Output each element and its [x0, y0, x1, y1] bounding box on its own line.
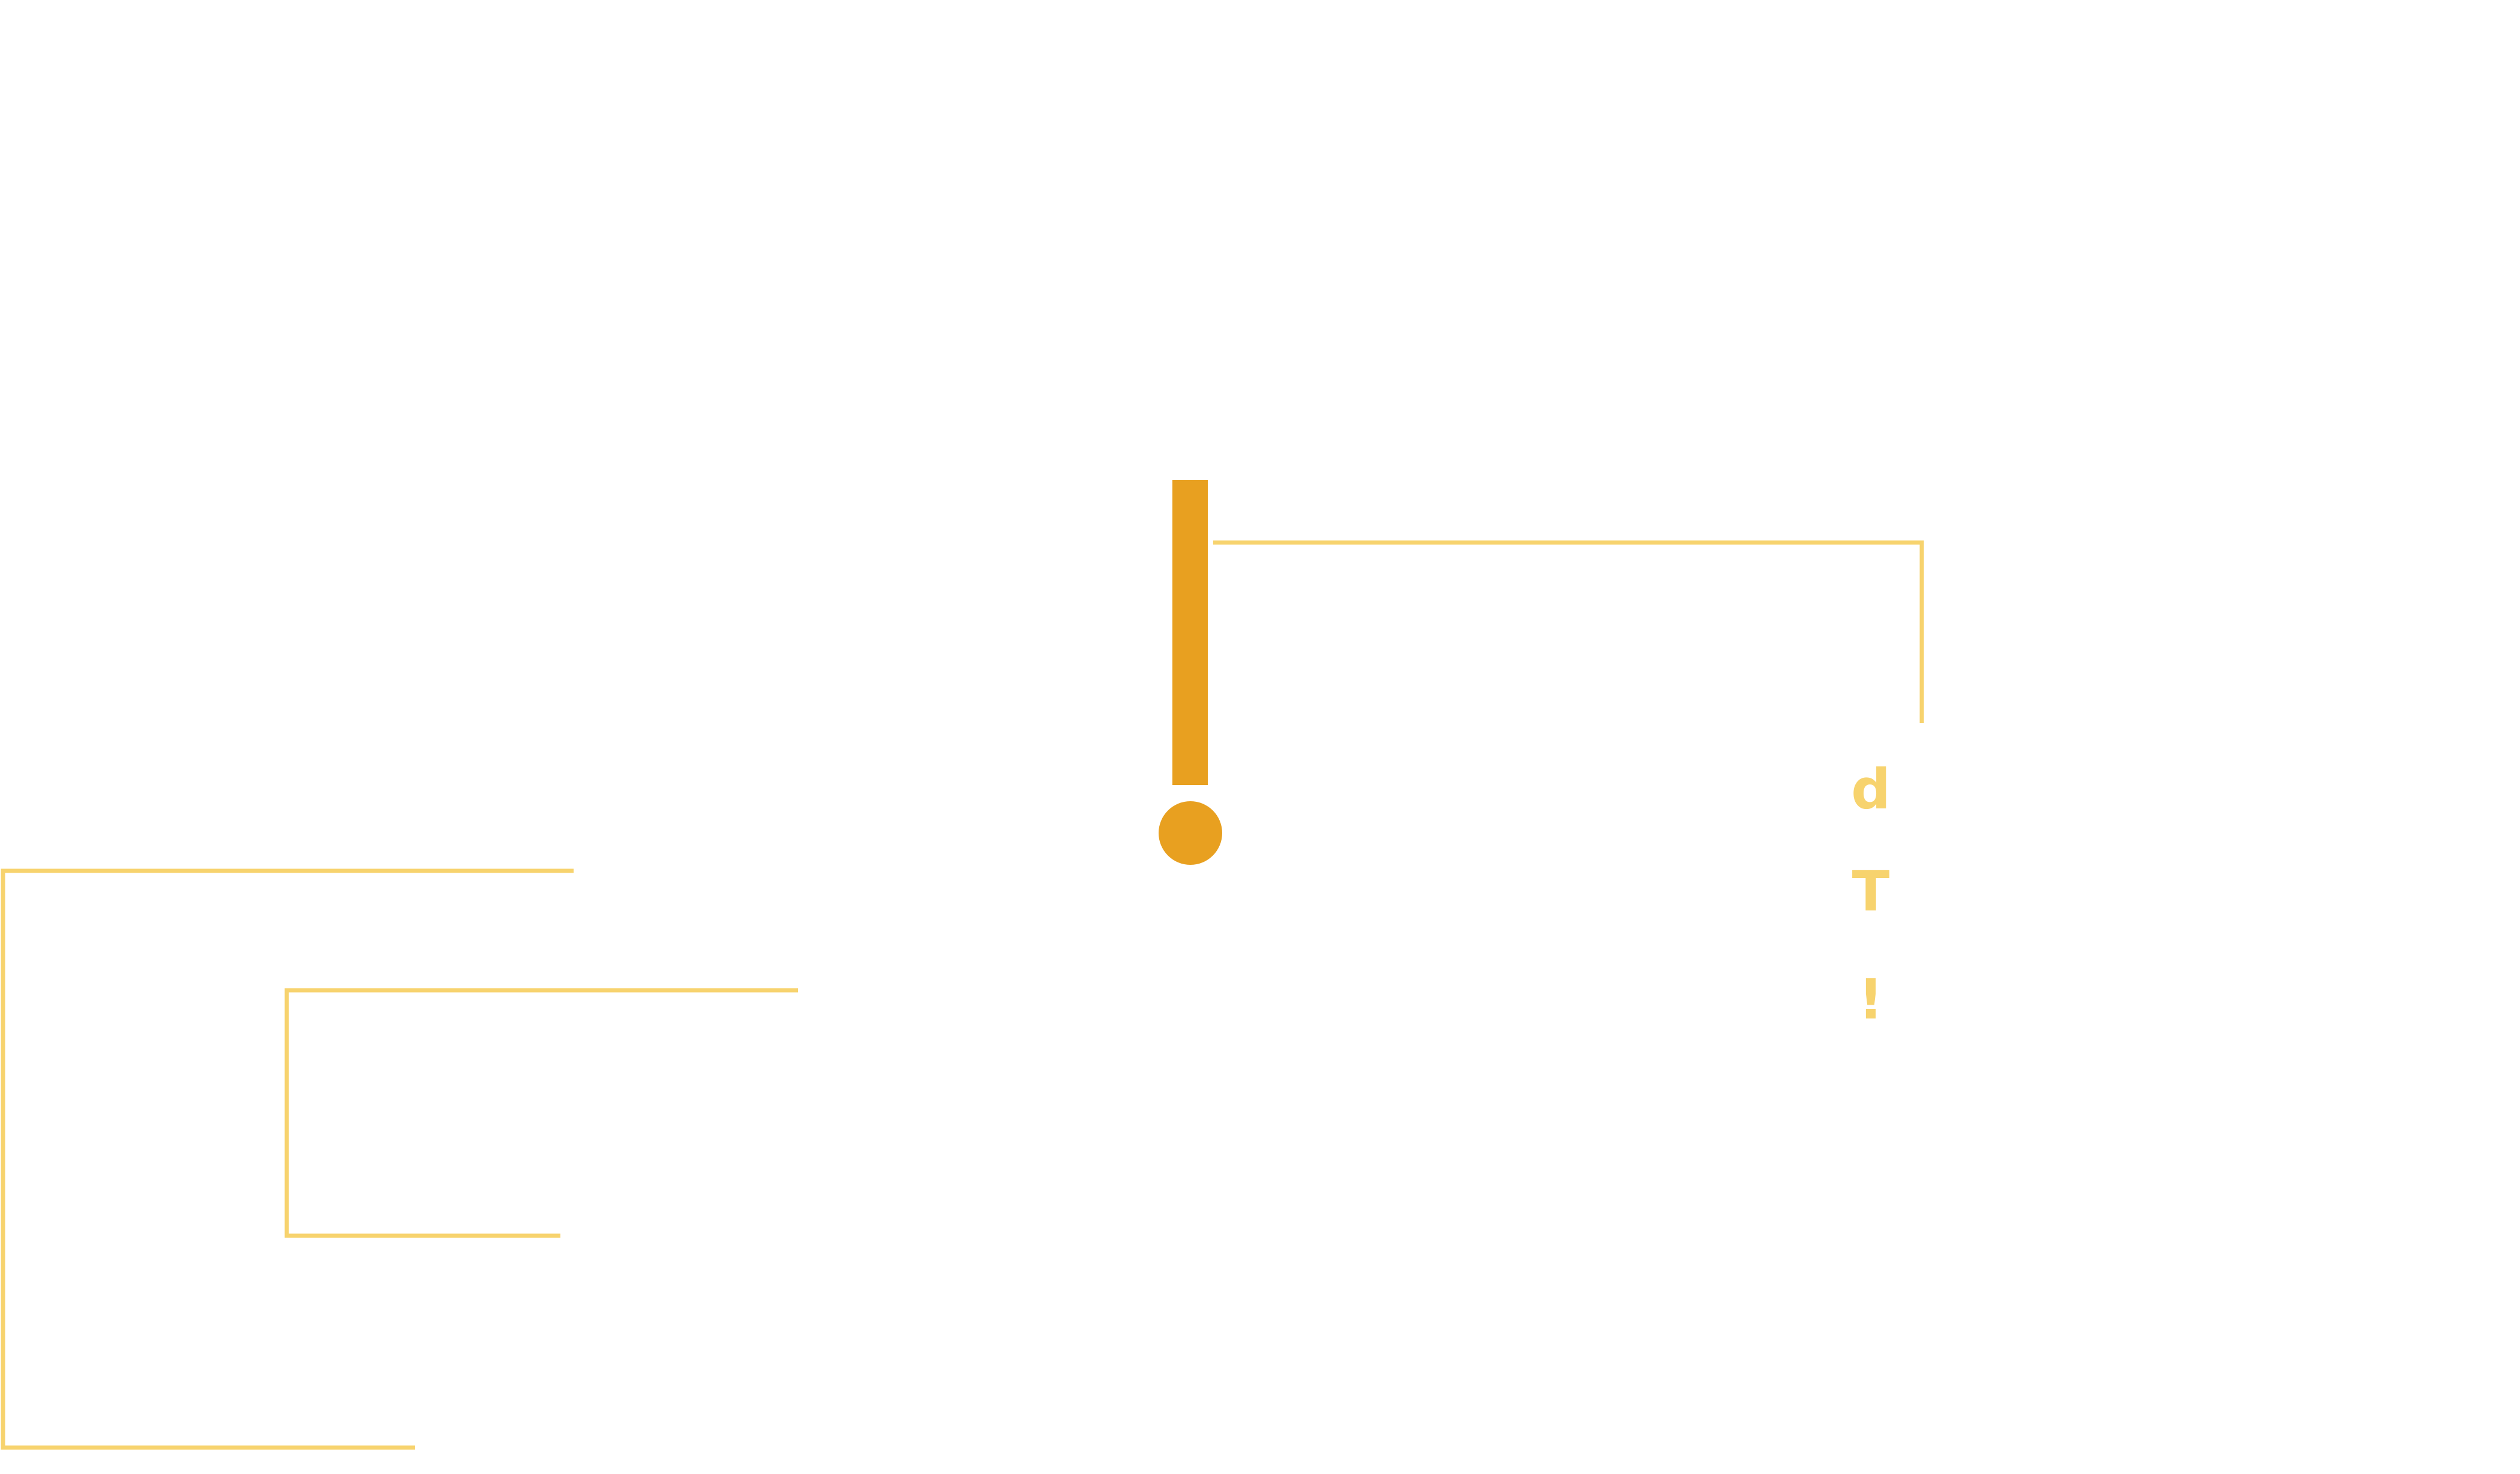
outer-bracket	[1, 868, 574, 1450]
exclamation-icon	[1159, 480, 1222, 865]
letter-t: T	[1852, 859, 1890, 924]
exclamation-dot	[1159, 801, 1222, 865]
exclamation-bar	[1172, 480, 1208, 785]
letter-d: d	[1851, 757, 1891, 822]
connector-line-right	[1213, 540, 1924, 723]
letter-exclamation: !	[1858, 967, 1883, 1032]
inner-bracket	[284, 988, 798, 1238]
